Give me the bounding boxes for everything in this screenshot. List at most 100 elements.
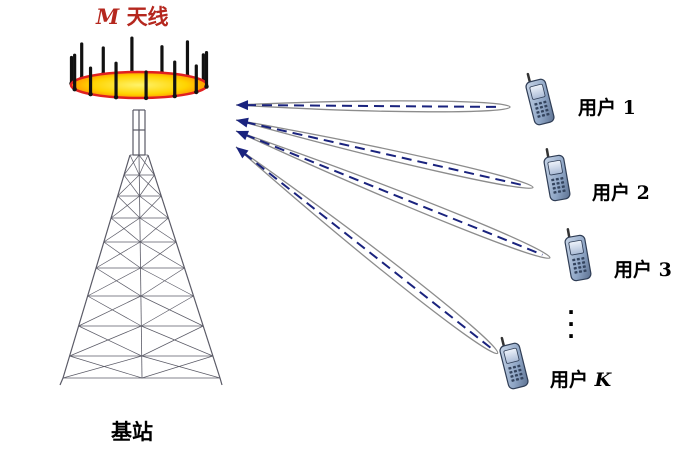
phone-key <box>508 366 512 370</box>
phone-key <box>514 373 519 377</box>
tower-foot <box>59 377 64 386</box>
user-label-prefix: 用户 <box>614 259 653 281</box>
base-station-label: 基站 <box>111 420 153 444</box>
phone-key <box>541 113 546 117</box>
tower-brace <box>138 154 155 176</box>
antenna-element-base <box>204 84 209 89</box>
tower-brace <box>103 241 141 269</box>
phone-key <box>511 379 515 382</box>
beam-arrowhead <box>236 147 249 159</box>
antenna-count-variable: M <box>96 4 120 29</box>
beam-dashed-line <box>245 104 503 108</box>
beam-arrowhead <box>236 117 249 128</box>
phone-key <box>551 178 555 182</box>
phone-key <box>582 265 586 268</box>
tower-brace <box>103 217 141 243</box>
phone-key <box>517 364 521 368</box>
beam-dashed-line <box>243 152 492 350</box>
phone-key <box>513 369 518 373</box>
user-label-3: 用户 3 <box>614 259 672 281</box>
phone-key <box>537 115 541 118</box>
phone-key <box>561 185 565 188</box>
phone-key <box>518 368 522 372</box>
more-users-ellipsis: · · · <box>567 300 575 348</box>
beam-dashed-line <box>244 133 543 256</box>
antenna-element-base <box>172 93 177 99</box>
tower-brace <box>78 295 142 327</box>
phone-key <box>581 261 586 264</box>
tower-brace <box>87 267 141 297</box>
antenna-title-text: 天线 <box>126 5 169 29</box>
phone-key <box>576 257 580 261</box>
user-label-index: 3 <box>658 259 672 281</box>
phone-key <box>538 101 543 105</box>
user-phones <box>499 72 592 390</box>
user-label-index: K <box>594 369 612 391</box>
phone-key <box>515 377 520 381</box>
beam <box>235 100 511 113</box>
tower-brace <box>140 241 177 269</box>
phone-key <box>519 372 523 376</box>
base-station-tower <box>59 109 223 386</box>
phone-key <box>551 182 556 186</box>
antenna-element-base <box>72 86 77 92</box>
tower-brace <box>123 174 140 197</box>
phone-key <box>557 190 562 193</box>
user-label-prefix: 用户 <box>592 182 631 204</box>
phone-screen <box>568 239 584 256</box>
phone-key <box>573 266 577 270</box>
phone-key <box>560 177 564 180</box>
phone-key <box>560 181 565 184</box>
phone-icon <box>543 148 571 202</box>
user-label-index: 1 <box>622 97 636 119</box>
tower-brace <box>141 355 214 379</box>
tower-brace <box>117 195 141 219</box>
tower-brace <box>62 355 142 379</box>
phone-key <box>545 108 549 112</box>
tower-brace <box>140 267 185 297</box>
tower-brace <box>87 295 142 327</box>
phone-key <box>543 100 547 104</box>
tower-brace <box>110 195 140 219</box>
phone-key <box>520 376 524 380</box>
phone-key <box>552 186 556 190</box>
beam <box>235 146 499 355</box>
tower-brace <box>139 217 177 243</box>
tower-brace <box>139 195 162 219</box>
phone-screen <box>547 159 563 176</box>
user-label-prefix: 用户 <box>578 97 617 119</box>
phone-key <box>581 257 585 260</box>
phone-screen <box>529 83 546 100</box>
user-label-index: 2 <box>636 182 650 204</box>
beam <box>235 117 534 189</box>
tower-brace <box>69 355 143 379</box>
phone-key <box>546 112 550 116</box>
phone-key <box>557 186 561 189</box>
phone-key <box>535 106 539 110</box>
phone-key <box>555 177 559 181</box>
antenna-array <box>69 36 209 101</box>
tower-brace <box>139 195 169 219</box>
antenna-element-base <box>88 91 93 97</box>
tower-brace <box>141 325 204 357</box>
tower-brace <box>95 241 141 269</box>
tower-brace <box>95 267 142 297</box>
tower-brace <box>141 295 194 327</box>
beam <box>235 130 551 259</box>
tower-foot <box>219 377 223 386</box>
antenna-element-base <box>113 95 119 100</box>
tower-leg <box>62 154 131 379</box>
phone-key <box>578 266 582 269</box>
phone-key <box>577 261 581 265</box>
tower-brace <box>110 217 141 243</box>
phone-key <box>556 181 560 185</box>
user-label-2: 用户 2 <box>592 182 650 204</box>
tower-brace <box>138 154 149 176</box>
tower-leg <box>138 154 143 379</box>
tower-brace <box>129 154 140 176</box>
antenna-element-base <box>143 95 149 101</box>
tower-brace <box>140 295 204 327</box>
phone-key <box>534 102 538 106</box>
beam-arrowhead <box>236 130 249 141</box>
